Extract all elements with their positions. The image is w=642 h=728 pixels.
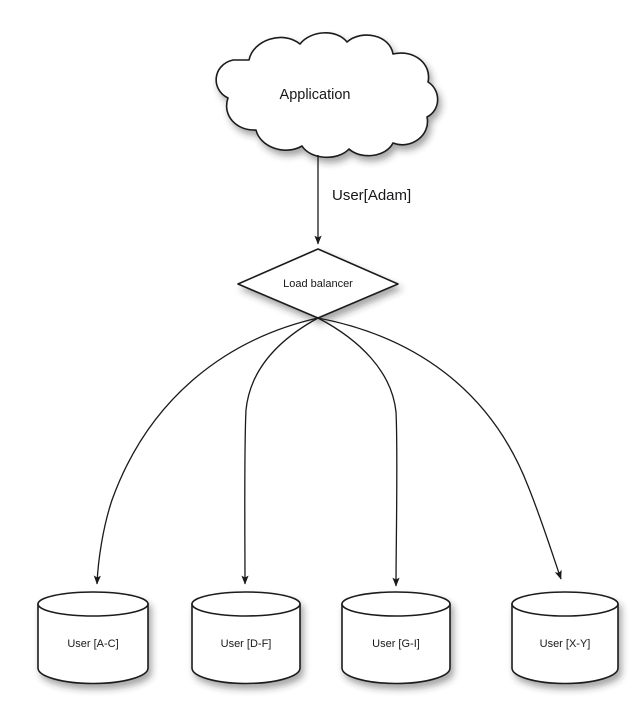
edge-curve-g-i	[317, 317, 400, 587]
cylinder-body-a-c	[37, 603, 149, 685]
node-application-cloud[interactable]: Application	[215, 32, 439, 159]
database-label-g-i: User [G-I]	[372, 638, 420, 650]
node-database-d-f[interactable]: User [D-F]	[191, 591, 301, 685]
cylinder-top-a-c	[37, 591, 149, 617]
cloud-shape	[215, 32, 439, 159]
database-label-a-c: User [A-C]	[67, 638, 118, 650]
cylinder-body-g-i	[341, 603, 451, 685]
cylinder-top-d-f	[191, 591, 301, 617]
edge-curve-d-f	[241, 317, 319, 585]
node-load-balancer[interactable]: Load balancer	[237, 248, 399, 319]
edge-lb-to-db-d-f	[241, 317, 319, 585]
edge-lb-to-db-a-c	[93, 317, 319, 585]
cloud-label: Application	[280, 87, 351, 103]
edge-cloud-to-load-balancer: User[Adam]	[314, 155, 411, 245]
edge-label-user-adam: User[Adam]	[332, 187, 411, 204]
cylinder-body-x-y	[511, 603, 619, 685]
database-label-x-y: User [X-Y]	[540, 638, 591, 650]
edge-curve-a-c	[93, 317, 319, 585]
edge-curve-x-y	[317, 317, 562, 580]
cylinder-top-x-y	[511, 591, 619, 617]
cylinder-body-d-f	[191, 603, 301, 685]
node-database-a-c[interactable]: User [A-C]	[37, 591, 149, 685]
edge-lb-to-db-x-y	[317, 317, 562, 580]
node-database-x-y[interactable]: User [X-Y]	[511, 591, 619, 685]
load-balancer-label: Load balancer	[283, 278, 353, 290]
node-database-g-i[interactable]: User [G-I]	[341, 591, 451, 685]
edge-lb-to-db-g-i	[317, 317, 400, 587]
database-label-d-f: User [D-F]	[221, 638, 272, 650]
cylinder-top-g-i	[341, 591, 451, 617]
